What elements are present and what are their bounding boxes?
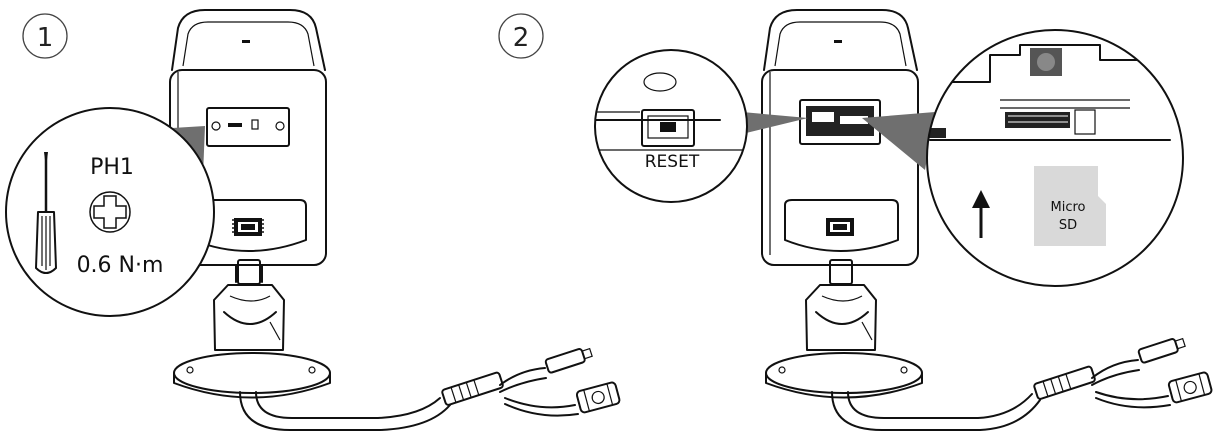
callout-pointer-reset (742, 112, 808, 134)
step-2-number: 2 (513, 23, 530, 53)
step-2-badge (498, 13, 544, 59)
callout-pointer-sd (862, 112, 935, 170)
reset-label: RESET (645, 152, 700, 172)
tool-label: PH1 (90, 155, 134, 180)
tool-callout: PH1 0.6 N·m (5, 107, 215, 317)
card-label-line2: SD (1059, 218, 1077, 233)
step-1-number: 1 (37, 23, 54, 53)
torque-label: 0.6 N·m (77, 253, 164, 278)
step-1-badge (22, 13, 68, 59)
camera-1 (169, 9, 621, 431)
card-label-line1: Micro (1051, 200, 1086, 215)
camera-2 (761, 9, 1213, 431)
reset-callout: RESET (594, 49, 748, 203)
screwdriver-icon (35, 152, 57, 274)
step-1: 1 (5, 9, 621, 431)
micro-sd-card-icon: Micro SD (1034, 166, 1106, 246)
step-2: 2 (498, 9, 1213, 431)
phillips-head-icon (89, 191, 131, 233)
arrow-up-icon (972, 190, 990, 238)
sd-callout: Micro SD (926, 29, 1184, 287)
